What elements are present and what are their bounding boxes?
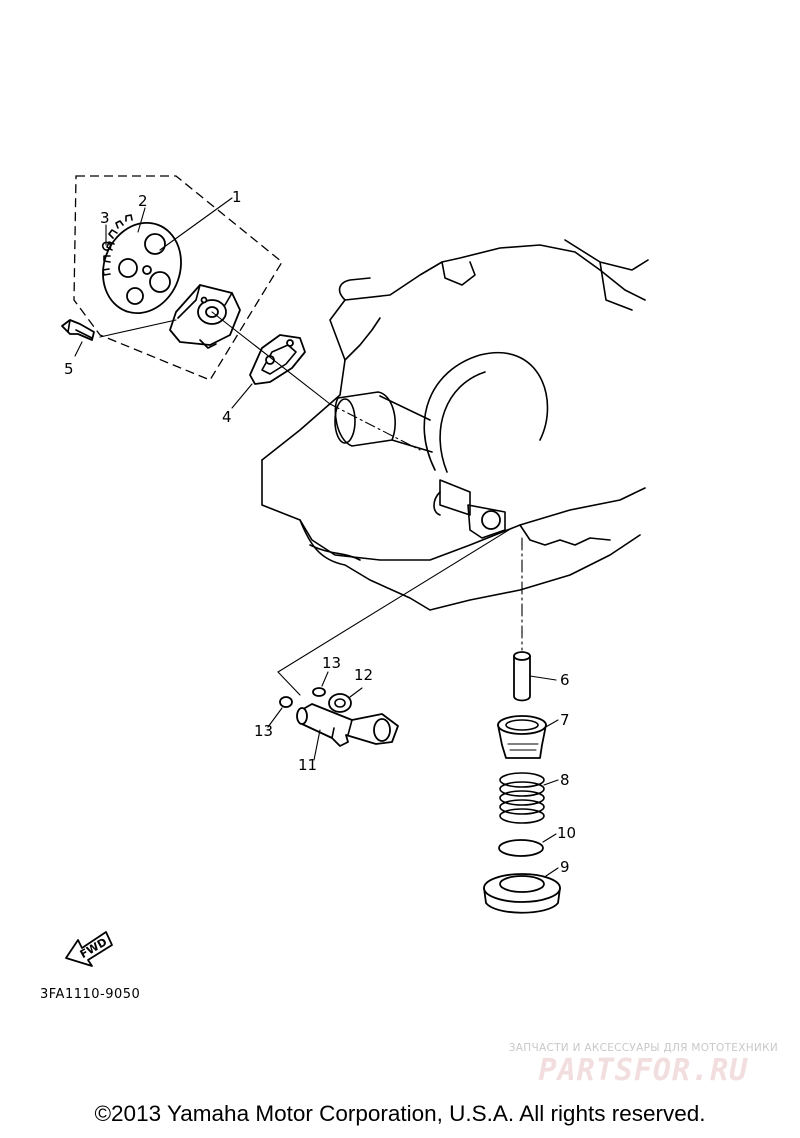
callout-5: 5 xyxy=(64,360,74,378)
o-ring-parts-13 xyxy=(267,671,329,728)
o-ring-part-10 xyxy=(498,833,557,857)
oil-pump-body-part-1 xyxy=(169,284,241,349)
watermark-tagline: ЗАПЧАСТИ И АКСЕССУАРЫ ДЛЯ МОТОТЕХНИКИ xyxy=(508,1042,778,1054)
bolt-part-5 xyxy=(61,319,95,341)
callout-7: 7 xyxy=(560,711,570,729)
callout-8: 8 xyxy=(560,771,570,789)
pipe-leader-line xyxy=(277,527,513,696)
clip-part-3 xyxy=(101,241,112,251)
assembly-leader-line xyxy=(211,311,331,405)
callout-11: 11 xyxy=(298,756,317,774)
callout-12: 12 xyxy=(354,666,373,684)
strainer-part-7 xyxy=(497,715,559,759)
callout-10: 10 xyxy=(557,824,576,842)
callout-13-lower: 13 xyxy=(254,722,273,740)
tube-part-6 xyxy=(513,651,557,702)
diagram-code: 3FA1110-9050 xyxy=(40,987,140,1002)
drive-gear-part-2 xyxy=(102,214,182,315)
assembly-1-dashed-outline xyxy=(73,175,283,381)
pipe-part-11 xyxy=(296,703,399,761)
callout-6: 6 xyxy=(560,671,570,689)
watermark-logo: ЗАПЧАСТИ И АКСЕССУАРЫ ДЛЯ МОТОТЕХНИКИ PA… xyxy=(509,1042,778,1088)
callout-1: 1 xyxy=(232,188,242,206)
callout-leaders xyxy=(74,197,253,409)
drain-plug-part-9 xyxy=(483,867,561,914)
spring-part-8 xyxy=(499,772,559,824)
gasket-part-12 xyxy=(328,687,363,713)
callout-3: 3 xyxy=(100,209,110,227)
callout-9: 9 xyxy=(560,858,570,876)
gasket-part-4 xyxy=(249,334,306,385)
crankcase-outline xyxy=(261,239,649,611)
forward-arrow-icon: FWD xyxy=(65,931,113,967)
callout-13-upper: 13 xyxy=(322,654,341,672)
callout-2: 2 xyxy=(138,192,148,210)
shaft-axis-line xyxy=(329,403,421,451)
copyright-notice: ©2013 Yamaha Motor Corporation, U.S.A. A… xyxy=(94,1101,706,1126)
callout-4: 4 xyxy=(222,408,232,426)
watermark-logo-text: PARTSFOR.RU xyxy=(538,1053,749,1088)
